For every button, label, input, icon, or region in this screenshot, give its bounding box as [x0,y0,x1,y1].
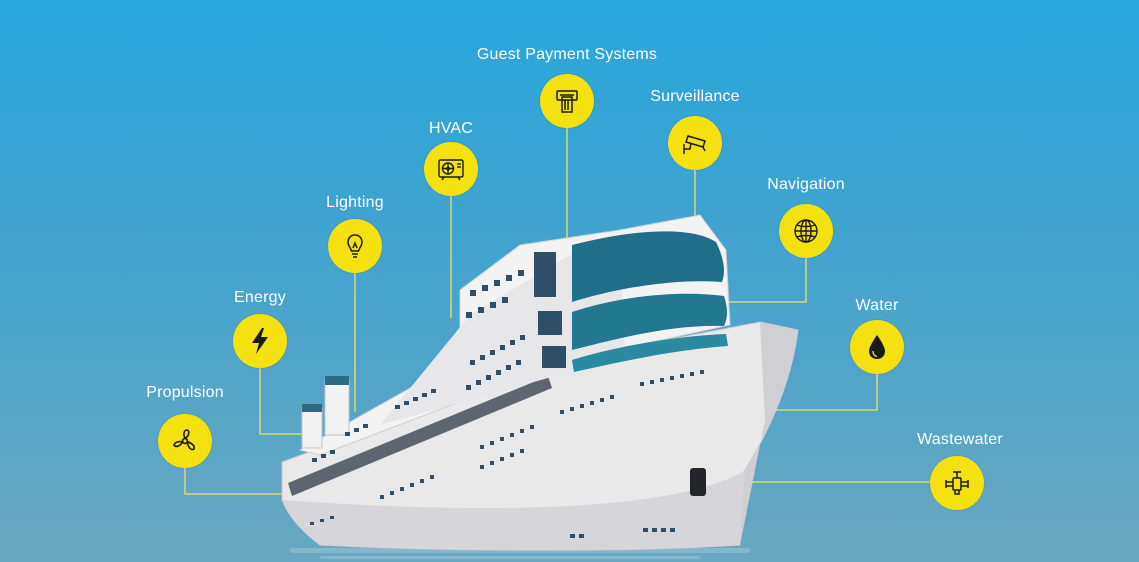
node-propulsion[interactable] [158,414,212,468]
node-wastewater[interactable] [930,456,984,510]
label-propulsion: Propulsion [146,384,224,401]
water-drop-icon [869,335,885,359]
fan-icon [173,429,195,451]
node-guest-payment-systems[interactable] [540,74,594,128]
connector-navigation [725,258,807,303]
label-navigation: Navigation [767,176,845,193]
node-navigation[interactable] [779,204,833,258]
node-surveillance[interactable] [668,116,722,170]
node-water[interactable] [850,320,904,374]
air-conditioner-icon [438,159,464,181]
globe-icon [794,219,818,243]
connector-water [776,374,878,411]
label-energy: Energy [234,289,286,306]
node-hvac[interactable] [424,142,478,196]
label-water: Water [855,297,899,314]
label-surveillance: Surveillance [650,88,740,105]
security-camera-icon [683,135,706,154]
label-lighting: Lighting [326,194,384,211]
connector-propulsion [184,460,290,495]
ship-windows [310,252,706,538]
ship-superstructure [298,214,731,456]
porthole-row-hull [310,370,704,538]
porthole-row-mid [312,335,525,462]
node-energy[interactable] [233,314,287,368]
label-wastewater: Wastewater [917,431,1003,448]
node-lighting[interactable] [328,219,382,273]
label-hvac: HVAC [428,120,474,137]
valve-icon [945,471,969,495]
porthole-row-upper [466,270,524,318]
card-terminal-icon [556,90,578,113]
label-guest-payment-systems: Guest Payment Systems [476,46,658,63]
connector-energy [259,368,305,435]
connector-wastewater [752,481,958,510]
lightning-bolt-icon [252,328,268,354]
light-bulb-icon [347,234,363,258]
ship-hull [281,321,799,551]
